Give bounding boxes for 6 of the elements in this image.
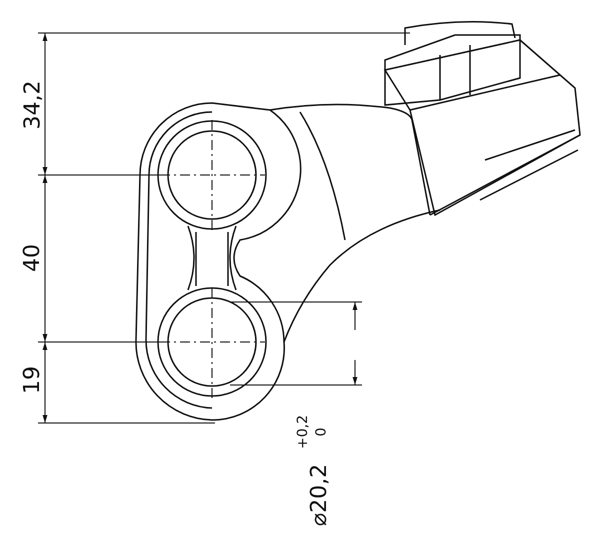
dimension-value: 40 [22, 244, 44, 272]
tolerance-value: +0,2 [296, 415, 310, 449]
dimension-value: 19 [22, 366, 44, 394]
tolerance-value: 0 [314, 428, 328, 436]
dimension-value: ⌀20,2 [309, 464, 332, 526]
dimension-value: 34,2 [22, 80, 44, 130]
